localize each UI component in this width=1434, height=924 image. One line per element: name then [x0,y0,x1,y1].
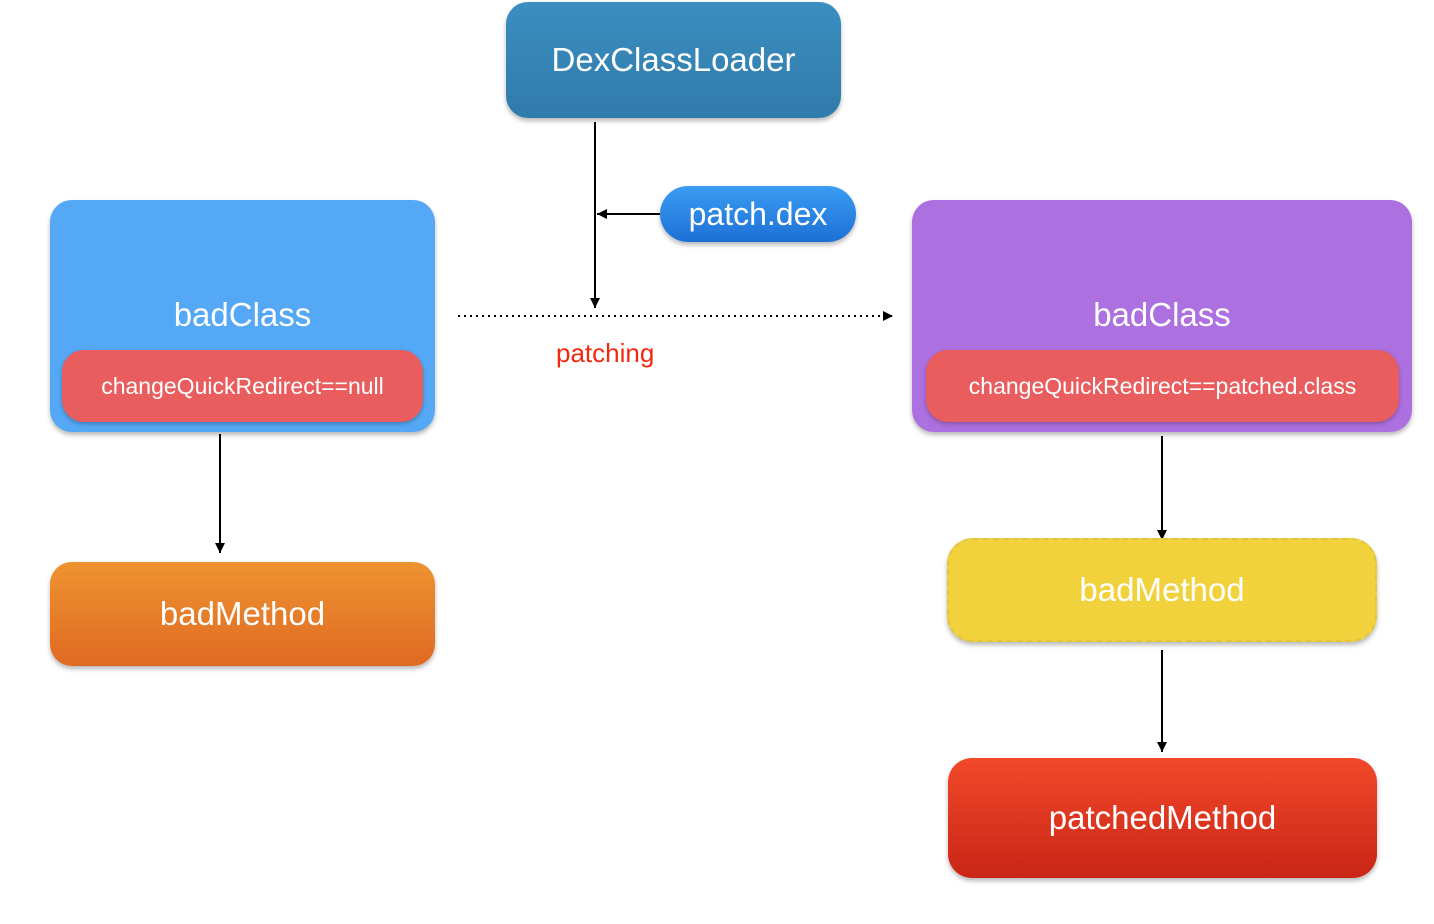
right-badclass-title: badClass [1093,296,1231,333]
patch-dex-label: patch.dex [688,195,828,232]
patchedmethod-node: patchedMethod [948,758,1377,878]
left-redirect-field: changeQuickRedirect==null [62,350,423,422]
left-redirect-label: changeQuickRedirect==null [101,372,384,399]
right-redirect-label: changeQuickRedirect==patched.class [968,372,1357,399]
dexclassloader-label: DexClassLoader [551,41,796,78]
left-badmethod-label: badMethod [159,595,326,632]
right-redirect-field: changeQuickRedirect==patched.class [926,350,1399,422]
right-badmethod-label: badMethod [1079,571,1245,608]
left-badmethod-node: badMethod [50,562,435,666]
right-badclass-node: badClass changeQuickRedirect==patched.cl… [912,200,1412,432]
dexclassloader-node: DexClassLoader [506,2,841,118]
left-badclass-node: badClass changeQuickRedirect==null [50,200,435,432]
right-badmethod-node: badMethod [947,538,1377,642]
patchedmethod-label: patchedMethod [1048,799,1277,836]
left-badclass-title: badClass [173,296,312,333]
patching-label: patching [556,338,655,368]
patch-dex-node: patch.dex [660,186,856,242]
